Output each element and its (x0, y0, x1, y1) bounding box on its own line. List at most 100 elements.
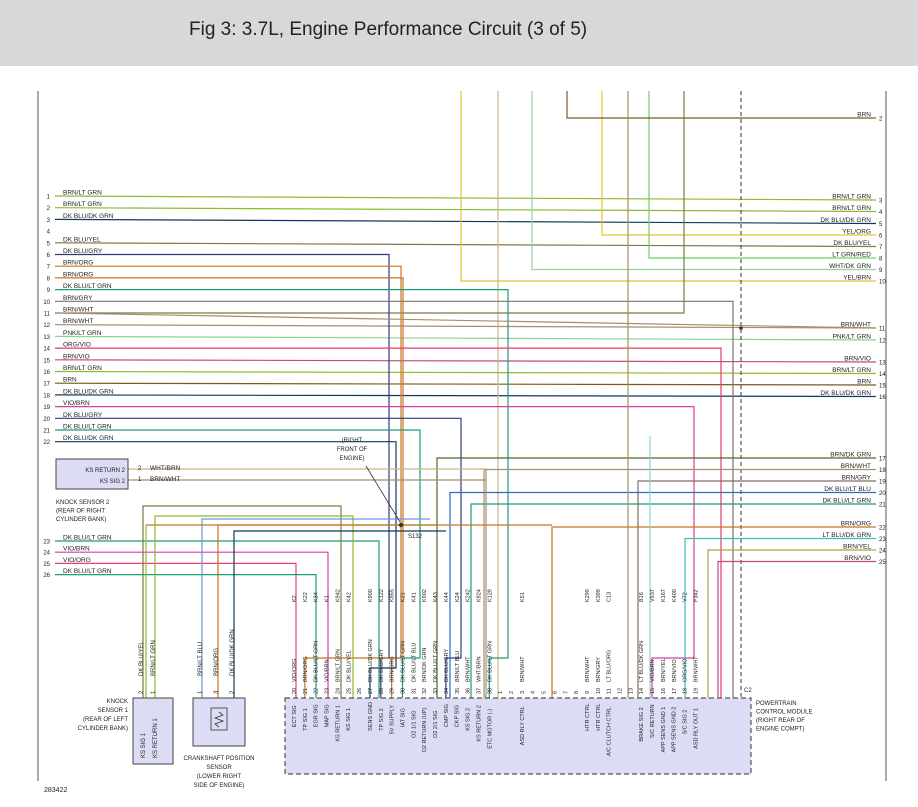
pcm-pin-num-21: 21 (303, 688, 309, 694)
pcm-pin-name-24: KS RETURN 1 (335, 705, 341, 741)
right-wire-label-14: BRN/LT GRN (832, 367, 871, 374)
pcm-pin-wire-27: DK BLU/DK GRN (368, 639, 374, 682)
right-pin-10: 10 (879, 280, 886, 286)
pcm-pin-circuit-38: K129 (487, 589, 493, 602)
pcm-pin-wire-28: DK BLU/GRY (379, 648, 385, 682)
pcm-pin-num-9: 9 (585, 691, 591, 694)
pcm-pin-num-26: 26 (357, 688, 363, 694)
pcm-pin-num-4: 4 (531, 691, 537, 694)
wire-PNK-LT-GRN (54, 335, 877, 341)
pcm-pin-name-34: CMP SIG (444, 704, 450, 727)
wire-brn-2 (566, 91, 876, 119)
left-pin-18: 18 (43, 393, 50, 399)
knock-sensor-2-pin-num: 1 (138, 477, 142, 483)
wire-left-11 (54, 312, 877, 329)
wire-left-22 (55, 441, 397, 698)
left-wire-label-6: DK BLU/GRY (63, 248, 103, 255)
pcm-pin-circuit-34: K44 (444, 592, 450, 602)
left-pin-2: 2 (47, 206, 51, 212)
pcm-pin-num-27: 27 (368, 688, 374, 694)
right-wire-label-24: BRN/YEL (843, 544, 871, 551)
pcm-pin-wire-14: LT BLU/DK GRN (639, 641, 645, 682)
pcm-pin-name-27: SENS GND (368, 702, 374, 731)
junction-dot (739, 326, 743, 330)
pcm-pin-circuit-16: K167 (661, 589, 667, 602)
knock-sensor-1-pin-num: 1 (151, 690, 157, 694)
pcm-pin-name-22: EGR SIG (314, 704, 320, 727)
pcm-pin-num-5: 5 (542, 691, 548, 694)
left-pin-1: 1 (47, 195, 51, 201)
left-pin-4: 4 (47, 230, 51, 236)
pcm-pin-wire-37: WHT/BRN (476, 656, 482, 682)
knock-sensor-1-caption: SENSOR 1 (98, 708, 129, 714)
left-pin-12: 12 (43, 323, 50, 329)
knock-sensor-1-wire: BRN/LT GRN (151, 640, 157, 676)
ckp-sensor-pin-num: 1 (198, 690, 204, 694)
wire-BRN-WHT (54, 324, 877, 329)
pcm-pin-name-25: KS SIG 1 (346, 708, 352, 731)
wire-BRN-LT-GRN (54, 370, 877, 375)
right-wire-label-9: WHT/DK GRN (829, 263, 871, 270)
pcm-pin-wire-10: BRN/GRY (596, 657, 602, 682)
pcm-pin-num-14: 14 (639, 688, 645, 694)
pcm-pin-wire-16: BRN/YEL (661, 658, 667, 682)
knock-sensor-1-caption: (REAR OF LEFT (83, 717, 128, 723)
right-pin-5: 5 (879, 222, 883, 228)
wires-layer (54, 91, 877, 698)
ckp-sensor-caption: SIDE OF ENGINE) (194, 783, 245, 789)
wire-right-22 (551, 526, 876, 698)
page-title: Fig 3: 3.7L, Engine Performance Circuit … (189, 19, 588, 40)
splice-caption: ENGINE) (339, 456, 364, 462)
right-wire-label-4: BRN/LT GRN (832, 205, 871, 212)
left-wire-label-25: VIO/ORG (63, 557, 91, 564)
wire-feed-10 (460, 91, 876, 282)
pcm-pin-circuit-27: K900 (368, 589, 374, 602)
pcm-pin-circuit-28: K122 (379, 589, 385, 602)
left-wire-label-15: BRN/VIO (63, 353, 90, 360)
right-pin-6: 6 (879, 234, 883, 240)
right-pin-11: 11 (879, 327, 886, 333)
right-wire-label-16: DK BLU/DK GRN (820, 390, 871, 397)
right-wire-label-3: BRN/LT GRN (832, 194, 871, 201)
knock-sensor-1-box (132, 697, 174, 765)
pcm-pin-wire-21: BRN/ORG (303, 656, 309, 682)
ckp-sensor-caption: (LOWER RIGHT (197, 774, 242, 780)
right-wire-label-18: BRN/WHT (841, 463, 871, 470)
right-pin-3: 3 (879, 199, 883, 205)
pcm-pin-num-3: 3 (520, 691, 526, 694)
right-pin-7: 7 (879, 245, 883, 251)
pcm-caption: POWERTRAIN (756, 701, 797, 707)
pcm-pin-name-21: TP SIG 1 (303, 708, 309, 731)
splice-caption: (RIGHT (342, 438, 363, 444)
left-pin-22: 22 (43, 440, 50, 446)
pcm-pin-name-29: 5V SUPPLY (390, 705, 396, 735)
pcm-pin-num-32: 32 (422, 688, 428, 694)
figure-id: 283422 (44, 787, 67, 794)
knock-sensor-2-box (55, 458, 129, 490)
pcm-pin-circuit-29: K855 (390, 589, 396, 602)
pcm-pin-name-32: O2 RETURN (UP) (422, 708, 428, 753)
left-wire-label-26: DK BLU/LT GRN (63, 568, 112, 575)
left-pin-11: 11 (44, 312, 51, 318)
wire-left-10 (55, 300, 734, 698)
ckp-sensor-wire: BRN/ORG (214, 648, 220, 676)
pcm-pin-circuit-20: K2 (292, 595, 298, 602)
right-wire-label-7: DK BLU/YEL (833, 240, 871, 247)
pcm-pin-num-6: 6 (552, 691, 558, 694)
pcm-pin-name-33: O2 2/1 SIG (433, 710, 439, 738)
pcm-pin-circuit-17: K400 (672, 589, 678, 602)
right-pin-20: 20 (879, 491, 886, 497)
splice-id: S132 (408, 534, 423, 540)
right-pin-18: 18 (879, 468, 886, 474)
pcm-pin-name-28: TP SIG 2 (379, 708, 385, 731)
left-wire-label-16: BRN/LT GRN (63, 365, 102, 372)
left-wire-label-11: BRN/WHT (63, 307, 93, 314)
figure-header: Fig 3: 3.7L, Engine Performance Circuit … (0, 0, 918, 66)
pcm-pin-num-20: 20 (292, 688, 298, 694)
wire-left-23 (55, 540, 380, 698)
right-pin-2: 2 (879, 117, 883, 123)
pcm-pin-wire-9: BRN/WHT (585, 656, 591, 682)
pcm-pin-num-16: 16 (661, 688, 667, 694)
pcm-pin-wire-36: BRN/WHT (466, 656, 472, 682)
